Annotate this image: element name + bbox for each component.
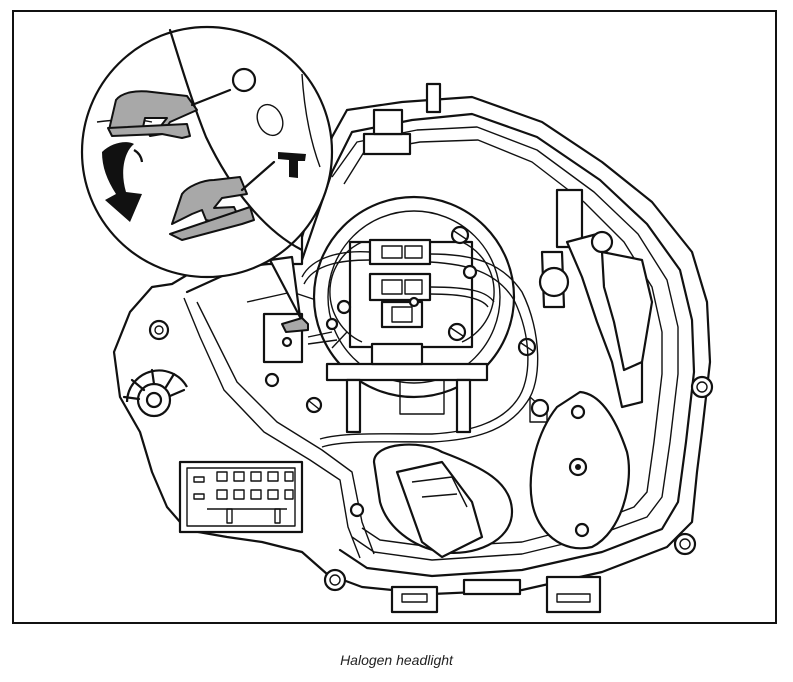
bulb-connector bbox=[368, 238, 432, 329]
top-mounting-tab bbox=[362, 82, 442, 156]
lower-connector bbox=[372, 443, 514, 559]
figure-caption: Halogen headlight bbox=[340, 652, 453, 668]
mounting-points bbox=[148, 319, 714, 592]
adjuster-plate bbox=[529, 390, 631, 550]
wiring-harness bbox=[301, 250, 539, 448]
magnified-callout: O T bbox=[80, 25, 348, 349]
adjuster-wheel bbox=[122, 368, 188, 418]
illustration-frame: O T bbox=[12, 10, 777, 624]
headlight-diagram: O T bbox=[80, 25, 714, 614]
electrical-socket bbox=[178, 460, 304, 534]
bottom-tabs bbox=[390, 575, 602, 614]
lamp-holder bbox=[325, 342, 489, 434]
retaining-clip bbox=[262, 312, 338, 364]
right-bracket bbox=[538, 188, 654, 409]
